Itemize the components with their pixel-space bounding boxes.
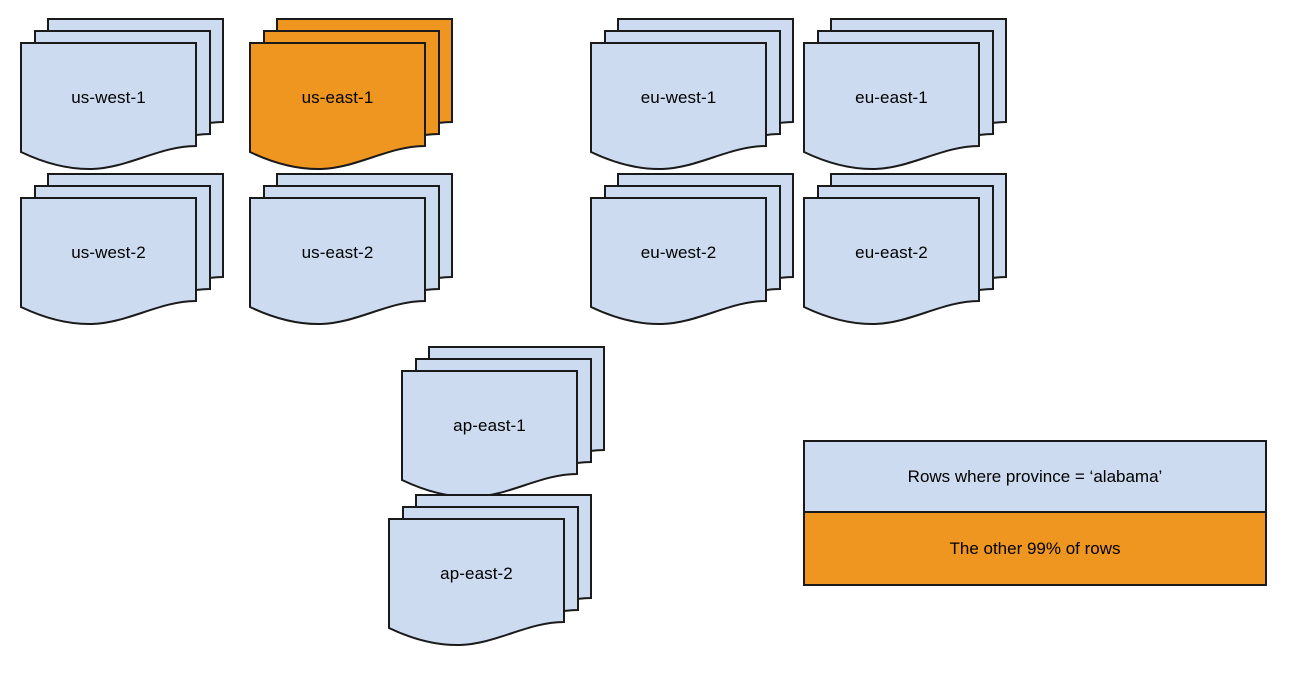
region-stack-ap-east-1[interactable]: ap-east-1	[401, 346, 605, 504]
legend-row-blue: Rows where province = ‘alabama’	[805, 442, 1265, 513]
region-stack-us-west-1[interactable]: us-west-1	[20, 18, 224, 176]
legend-box: Rows where province = ‘alabama’ The othe…	[803, 440, 1267, 586]
shard-sheet	[20, 42, 197, 171]
legend-label-orange: The other 99% of rows	[949, 538, 1121, 558]
region-stack-eu-west-1[interactable]: eu-west-1	[590, 18, 794, 176]
legend-label-blue: Rows where province = ‘alabama’	[907, 466, 1163, 486]
region-stack-us-east-1[interactable]: us-east-1	[249, 18, 453, 176]
shard-sheet	[388, 518, 565, 647]
shard-sheet	[401, 370, 578, 499]
shard-sheet	[20, 197, 197, 326]
shard-sheet	[803, 42, 980, 171]
shard-sheet	[249, 42, 426, 171]
shard-sheet	[590, 197, 767, 326]
region-stack-us-west-2[interactable]: us-west-2	[20, 173, 224, 331]
region-stack-eu-east-1[interactable]: eu-east-1	[803, 18, 1007, 176]
region-stack-us-east-2[interactable]: us-east-2	[249, 173, 453, 331]
legend-row-orange: The other 99% of rows	[805, 513, 1265, 584]
region-stack-eu-east-2[interactable]: eu-east-2	[803, 173, 1007, 331]
region-stack-eu-west-2[interactable]: eu-west-2	[590, 173, 794, 331]
region-stack-ap-east-2[interactable]: ap-east-2	[388, 494, 592, 652]
shard-sheet	[590, 42, 767, 171]
shard-sheet	[249, 197, 426, 326]
shard-sheet	[803, 197, 980, 326]
